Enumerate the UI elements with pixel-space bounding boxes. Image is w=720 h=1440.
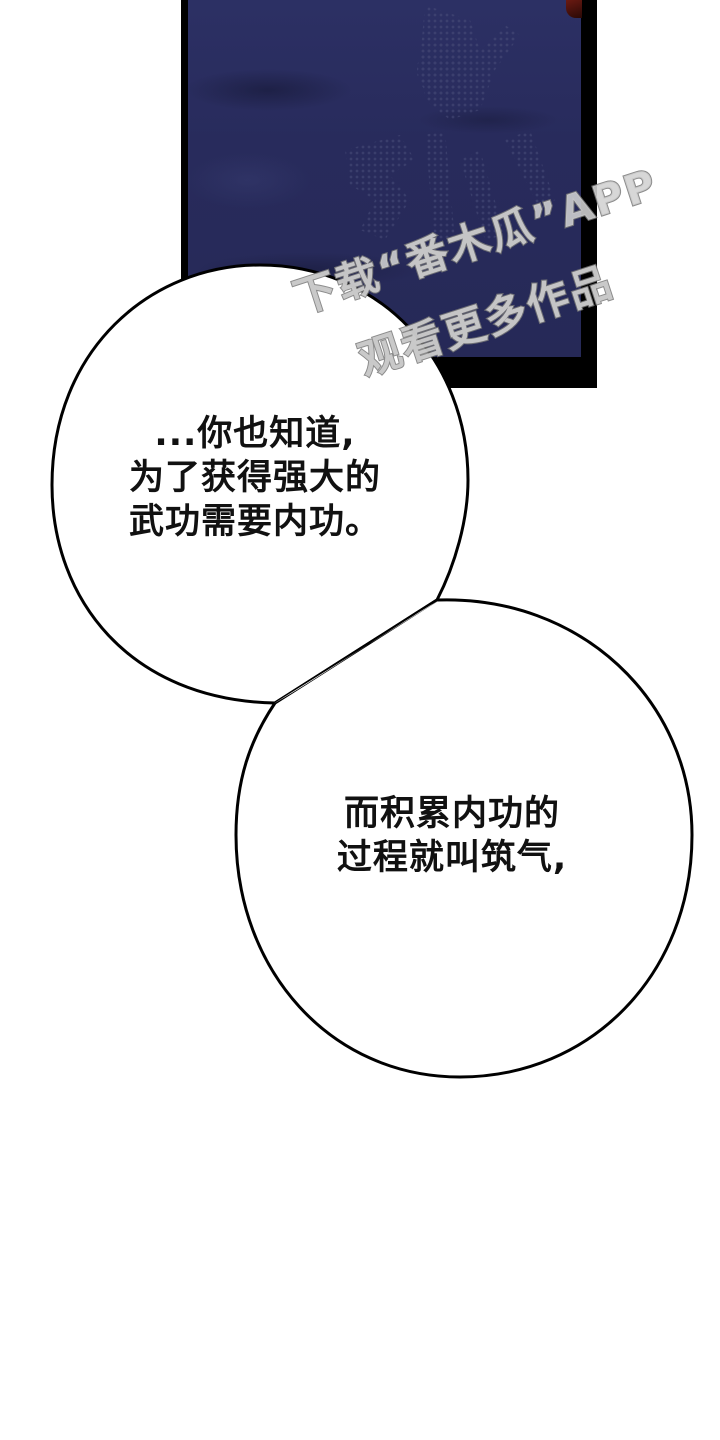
dialogue-line: 过程就叫筑气, [336,838,568,878]
speech-bubble-bottom-text: 而积累内功的 过程就叫筑气, [312,792,592,880]
dialogue-line: 而积累内功的 [343,794,560,834]
character-hair-fragment [566,0,582,18]
speech-bubble-top [50,263,470,705]
speech-bubble-top-text: ...你也知道, 为了获得强大的 武功需要内功。 [105,412,405,544]
dialogue-line: 武功需要内功。 [128,502,381,542]
dialogue-line: 为了获得强大的 [128,458,381,498]
dialogue-line: ...你也知道, [154,414,356,454]
speech-bubble-bottom [234,598,694,1079]
papaya-logo-icon [345,5,555,245]
